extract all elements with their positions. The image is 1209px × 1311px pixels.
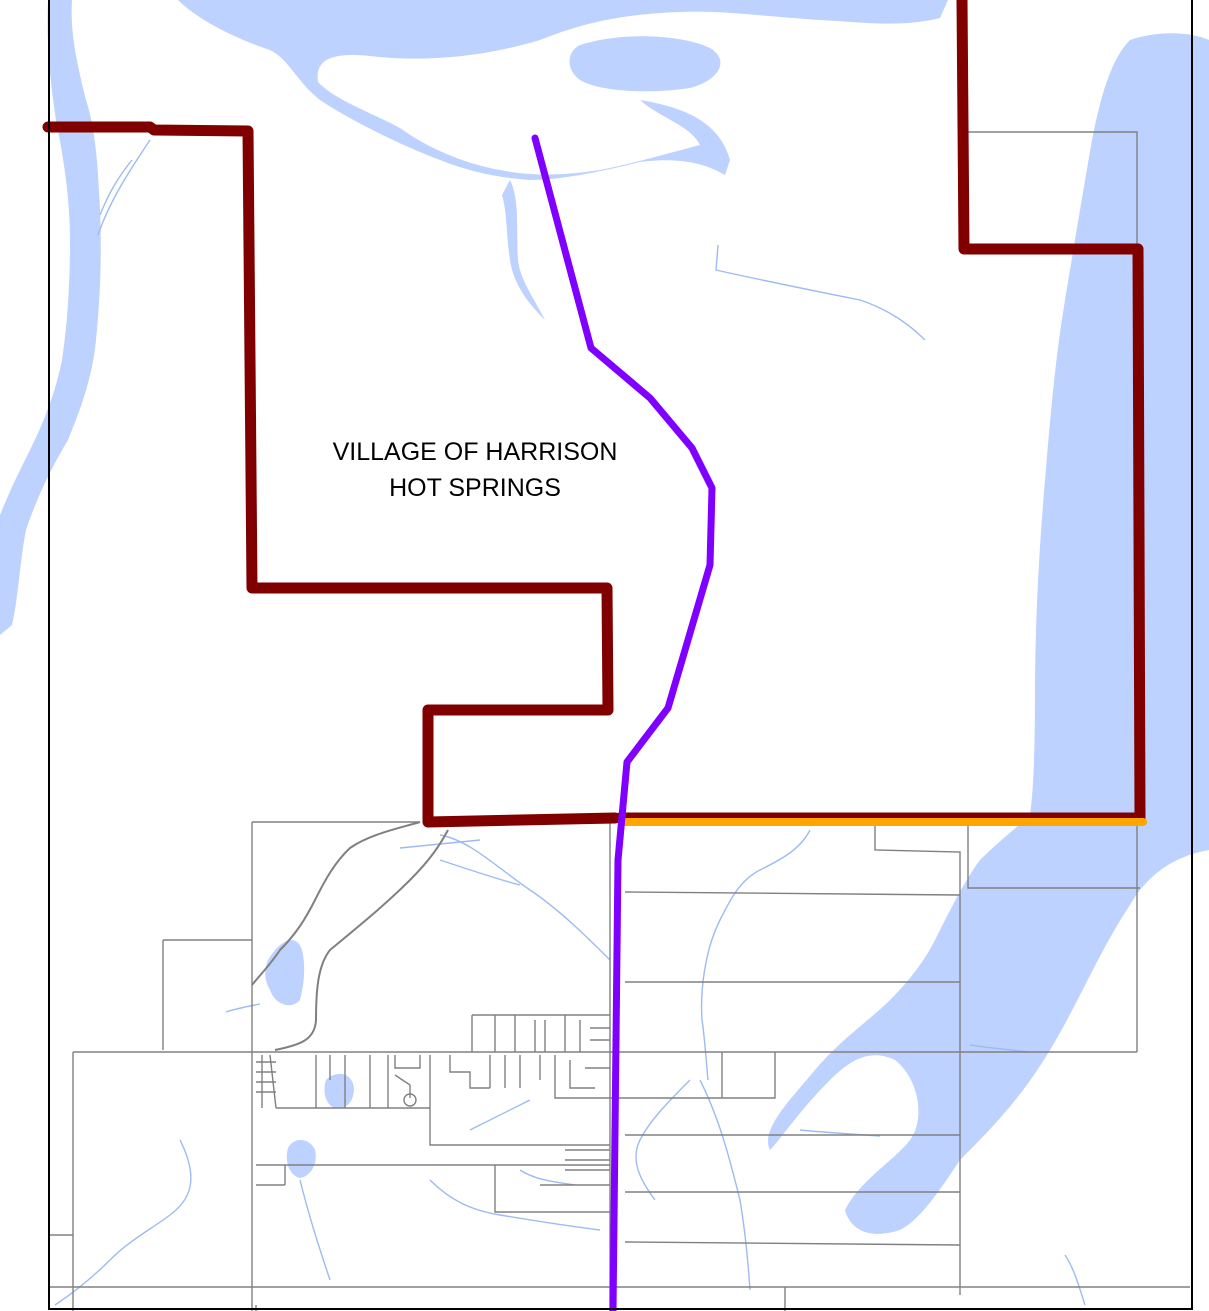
boundary-west-section: [42, 121, 621, 828]
stream: [97, 139, 151, 236]
lake-north: [178, 0, 948, 180]
stream: [715, 244, 926, 341]
highway: [531, 134, 716, 1311]
map-frame: [48, 0, 1193, 1310]
stream: [299, 1179, 331, 1281]
label-layer: VILLAGE OF HARRISON HOT SPRINGS: [333, 438, 618, 502]
parcel-boundary: [494, 1165, 610, 1213]
stream: [439, 834, 611, 961]
water-layer: [0, 0, 1209, 1234]
stream: [429, 1179, 601, 1231]
road: [251, 821, 421, 986]
parcel-boundary: [569, 1060, 595, 1089]
parcel-boundary: [449, 1055, 490, 1089]
road: [274, 829, 449, 1051]
stream: [469, 1099, 531, 1131]
stream: [439, 859, 521, 886]
place-label-line2: HOT SPRINGS: [389, 474, 561, 502]
municipal-boundary: [42, 0, 1146, 828]
stream: [1064, 1254, 1086, 1306]
stream: [54, 1139, 192, 1306]
pond-southwest: [286, 1139, 316, 1178]
parcel-boundary: [968, 131, 1138, 245]
parcel-boundary: [624, 1241, 961, 1246]
river-west: [0, 0, 101, 635]
parcel-boundary: [967, 825, 1140, 889]
stream-layer: [54, 139, 1086, 1306]
stream: [700, 829, 811, 1081]
stream: [399, 839, 481, 849]
parcel-layer: [48, 131, 1190, 1311]
cul-de-sac: [403, 1093, 417, 1107]
pond-central: [324, 1073, 354, 1109]
parcel-boundary: [554, 1052, 776, 1099]
stream: [99, 159, 133, 216]
place-label-line1: VILLAGE OF HARRISON: [333, 438, 618, 466]
parcel-boundary: [874, 825, 961, 1295]
lake-east: [768, 33, 1209, 1234]
parcel-boundary: [429, 1055, 610, 1146]
stream: [519, 1169, 576, 1186]
pond-west: [265, 939, 305, 1006]
parcel-boundary: [394, 1055, 421, 1069]
stream: [225, 1003, 261, 1013]
highway-route: [531, 134, 716, 1311]
parcel-boundary: [624, 891, 961, 896]
river-channel-north: [502, 180, 545, 320]
stream: [699, 1079, 751, 1291]
lake-island: [569, 36, 721, 92]
